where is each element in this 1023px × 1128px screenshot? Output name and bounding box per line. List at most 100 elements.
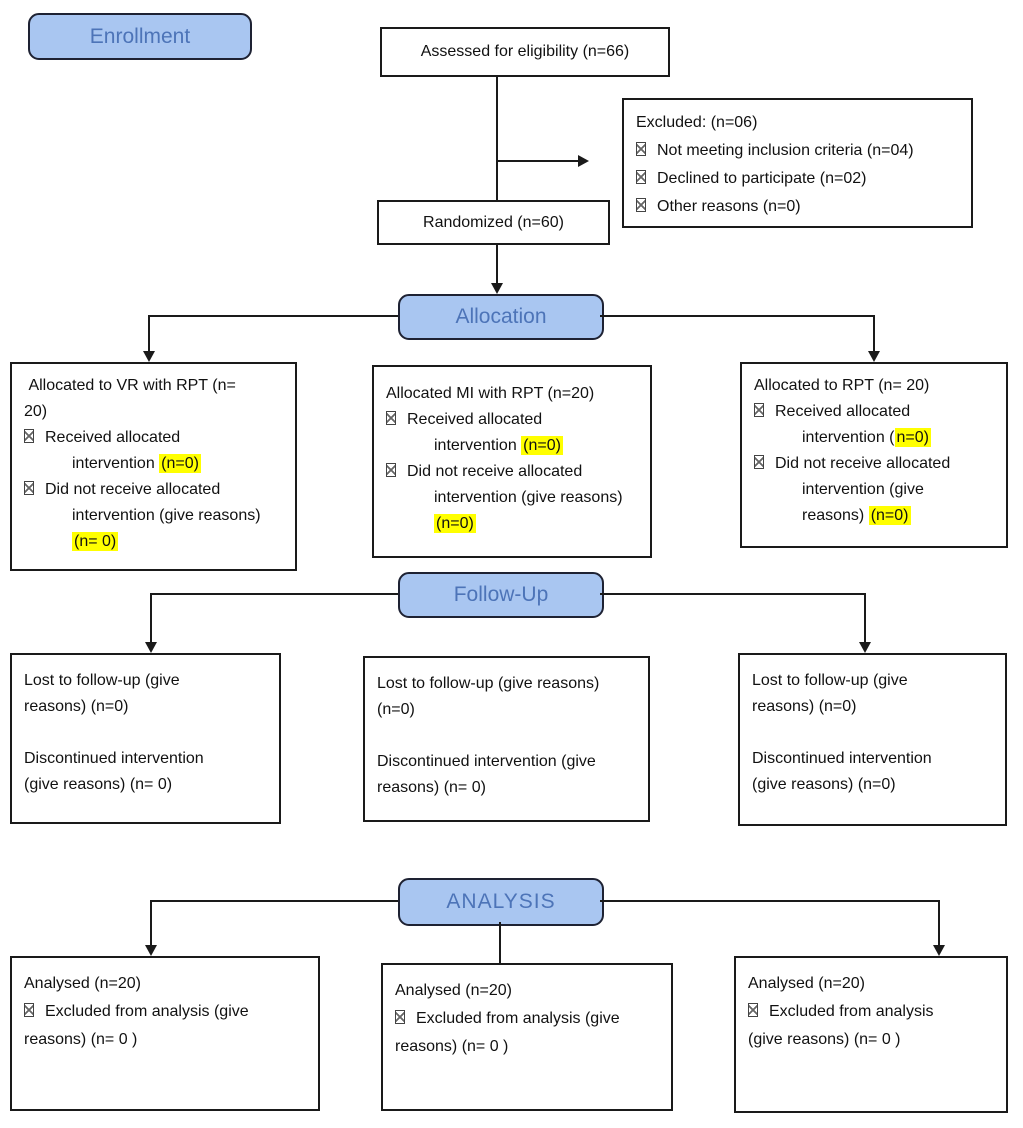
text-line: Lost to follow-up (give	[24, 672, 180, 689]
connector-allocation-left-vertical	[148, 315, 150, 351]
text-line: Declined to participate (n=02)	[636, 165, 959, 193]
highlighted-count: (n=0)	[434, 514, 476, 533]
text-line: reasons) (n=0)	[802, 506, 911, 525]
allocation-box-rpt: Allocated to RPT (n= 20) Received allocat…	[740, 362, 1008, 548]
text-line: reasons) (n=0)	[24, 698, 129, 715]
connector-analysis-right-horizontal	[600, 900, 940, 902]
highlighted-count: n=0)	[894, 428, 931, 447]
ballot-x-icon	[636, 170, 646, 184]
ballot-x-icon	[748, 1003, 758, 1017]
arrowhead-analysis-right	[933, 945, 945, 956]
text-line: Analysed (n=20)	[24, 975, 141, 992]
text-line: reasons) (n= 0 )	[24, 1031, 138, 1048]
connector-to-excluded	[497, 160, 579, 162]
text-line: Discontinued intervention	[24, 750, 204, 767]
stage-badge-enrollment: Enrollment	[28, 13, 252, 60]
text-line: Analysed (n=20)	[395, 982, 512, 999]
text-line: Excluded from analysis (give	[395, 1005, 659, 1033]
highlighted-count: (n= 0)	[72, 532, 119, 551]
arrowhead-to-allocation	[491, 283, 503, 294]
ballot-x-icon	[24, 429, 34, 443]
text-line: (give reasons) (n= 0)	[24, 776, 173, 793]
highlighted-count: (n=0)	[868, 506, 911, 525]
ballot-x-icon	[386, 411, 396, 425]
text-line: Not meeting inclusion criteria (n=04)	[636, 137, 959, 165]
connector-followup-right-horizontal	[600, 593, 866, 595]
text-line: Received allocated	[754, 399, 994, 425]
connector-allocation-right-horizontal	[600, 315, 875, 317]
text-line: intervention (n=0)	[72, 454, 201, 473]
connector-analysis-left-vertical	[150, 900, 152, 945]
text-line: intervention (give reasons)	[434, 489, 623, 506]
text-line: Analysed (n=20)	[748, 975, 865, 992]
analysis-box-middle: Analysed (n=20) Excluded from analysis (g…	[381, 963, 673, 1111]
text-line: Discontinued intervention	[752, 750, 932, 767]
text-line: Allocated to RPT (n= 20)	[754, 377, 930, 394]
ballot-x-icon	[754, 455, 764, 469]
text-line: reasons) (n= 0)	[377, 779, 486, 796]
text-line: reasons) (n=0)	[752, 698, 857, 715]
assessed-eligibility-box: Assessed for eligibility (n=66)	[380, 27, 670, 77]
ballot-x-icon	[24, 1003, 34, 1017]
text-line: Lost to follow-up (give reasons)	[377, 675, 600, 692]
text-line: (give reasons) (n=0)	[752, 776, 896, 793]
connector-followup-left-vertical	[150, 593, 152, 642]
text-line: Other reasons (n=0)	[636, 193, 959, 221]
connector-analysis-left-horizontal	[150, 900, 398, 902]
text-line: Received allocated	[24, 425, 283, 451]
stage-badge-analysis: ANALYSIS	[398, 878, 604, 926]
text-line: (give reasons) (n= 0 )	[748, 1031, 901, 1048]
text-line: Excluded from analysis (give	[24, 998, 306, 1026]
connector-allocation-left-horizontal	[148, 315, 398, 317]
text-line	[752, 720, 993, 746]
text-line: Did not receive allocated	[386, 459, 638, 485]
connector-analysis-right-vertical	[938, 900, 940, 945]
followup-box-left: Lost to follow-up (give reasons) (n=0) Di…	[10, 653, 281, 824]
arrowhead-followup-left	[145, 642, 157, 653]
connector-analysis-middle-vertical	[499, 922, 501, 963]
text-line: intervention (give	[802, 481, 924, 498]
text-line: intervention (n=0)	[802, 428, 931, 447]
allocation-box-mi-rpt: Allocated MI with RPT (n=20)Received all…	[372, 365, 652, 558]
text-line: intervention (n=0)	[434, 436, 563, 455]
text-line: Did not receive allocated	[754, 451, 994, 477]
connector-followup-right-vertical	[864, 593, 866, 642]
ballot-x-icon	[395, 1010, 405, 1024]
followup-box-middle: Lost to follow-up (give reasons) (n=0) Di…	[363, 656, 650, 822]
allocation-box-vr-rpt: Allocated to VR with RPT (n= 20) Received …	[10, 362, 297, 571]
arrowhead-allocation-right	[868, 351, 880, 362]
analysis-box-right: Analysed (n=20) Excluded from analysis (gi…	[734, 956, 1008, 1113]
text-line: 20)	[24, 403, 48, 420]
arrowhead-analysis-left	[145, 945, 157, 956]
text-line: Did not receive allocated	[24, 477, 283, 503]
text-line	[377, 723, 636, 749]
connector-randomized-to-allocation	[496, 245, 498, 283]
text-line: (n=0)	[377, 701, 415, 718]
highlighted-count: (n=0)	[159, 454, 201, 473]
text-line: Lost to follow-up (give	[752, 672, 908, 689]
arrowhead-to-excluded	[578, 155, 589, 167]
text-line: Excluded from analysis	[748, 998, 994, 1026]
ballot-x-icon	[754, 403, 764, 417]
connector-assessed-to-randomized	[496, 77, 498, 200]
text-line: Discontinued intervention (give	[377, 753, 596, 770]
ballot-x-icon	[386, 463, 396, 477]
text-line	[24, 720, 267, 746]
arrowhead-allocation-left	[143, 351, 155, 362]
ballot-x-icon	[636, 198, 646, 212]
text-line: Allocated to VR with RPT (n=	[24, 377, 236, 394]
analysis-box-left: Analysed (n=20) Excluded from analysis (g…	[10, 956, 320, 1111]
text-line: reasons) (n= 0 )	[395, 1038, 509, 1055]
stage-badge-followup: Follow-Up	[398, 572, 604, 618]
connector-followup-left-horizontal	[150, 593, 398, 595]
excluded-box: Excluded: (n=06)Not meeting inclusion cr…	[622, 98, 973, 228]
ballot-x-icon	[636, 142, 646, 156]
text-line: intervention (give reasons)	[72, 507, 261, 524]
stage-badge-allocation: Allocation	[398, 294, 604, 340]
text-line: Allocated MI with RPT (n=20)	[386, 385, 595, 402]
connector-allocation-right-vertical	[873, 315, 875, 351]
highlighted-count: (n=0)	[521, 436, 563, 455]
text-line: (n=0)	[386, 511, 638, 537]
randomized-box: Randomized (n=60)	[377, 200, 610, 245]
